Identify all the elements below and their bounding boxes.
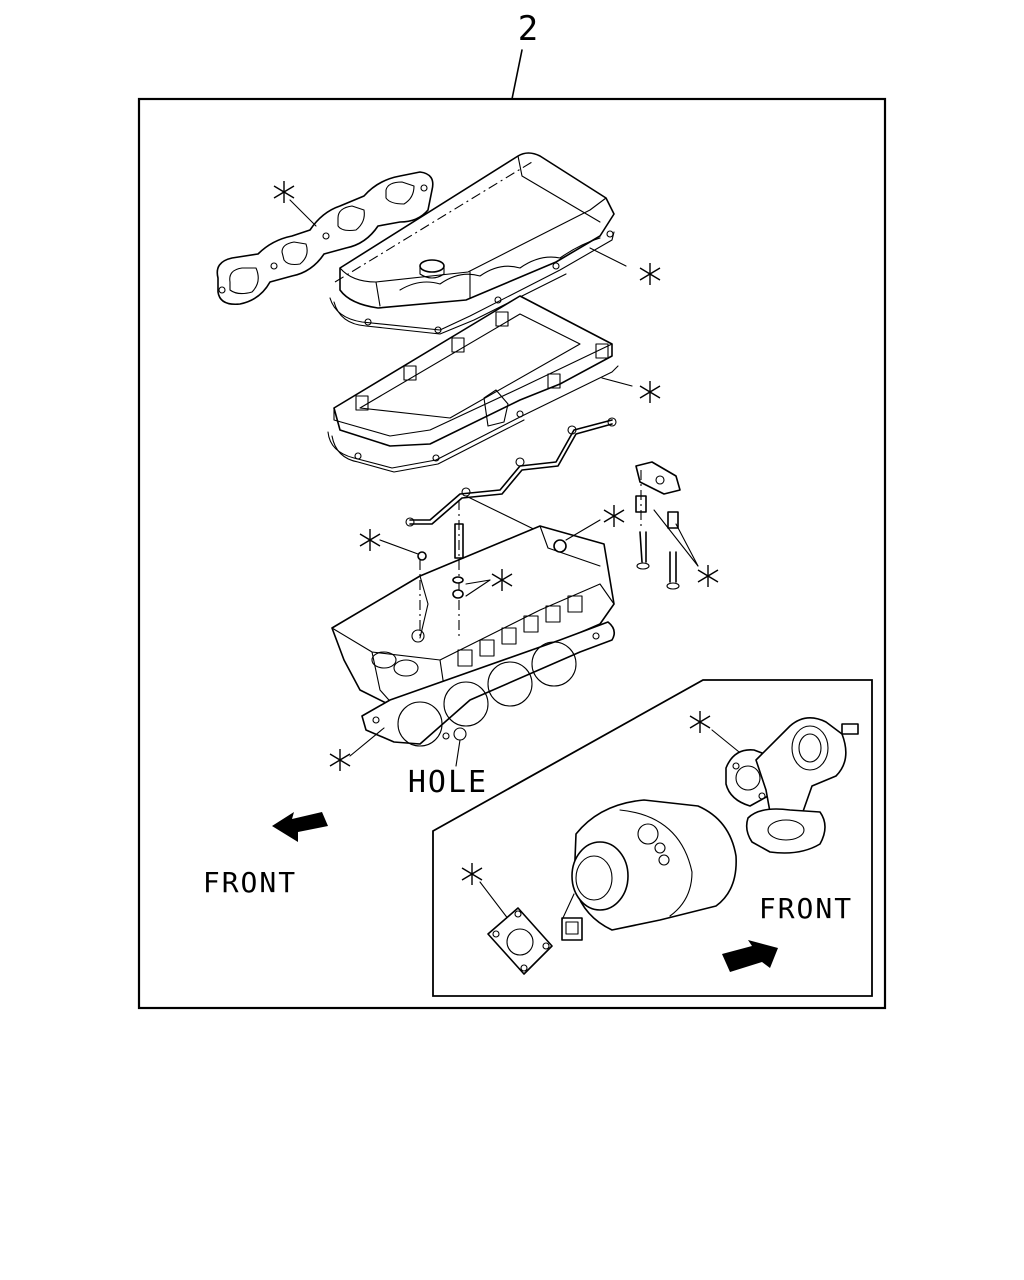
asterisk-turbo-gasket	[461, 862, 483, 886]
egr-adapter	[725, 717, 859, 854]
asterisk-egr-gasket	[689, 710, 711, 734]
hole-label: HOLE	[408, 765, 488, 800]
asterisk-cam-carrier-gasket	[639, 380, 661, 404]
cylinder-head-cover	[329, 152, 615, 335]
asterisk-head-cover-gasket	[639, 262, 661, 286]
asterisk-exhaust-manifold-gasket	[273, 180, 295, 204]
asterisk-head-gasket	[329, 748, 351, 772]
main-frame	[137, 97, 887, 1010]
asterisk-glow-plug-seal	[359, 528, 381, 552]
inset-frame	[432, 679, 873, 997]
turbocharger	[561, 799, 737, 941]
asterisk-valve-stem-seal	[697, 564, 719, 588]
cam-carrier	[327, 295, 619, 473]
front-label-inset: FRONT	[759, 892, 853, 925]
callout-number: 2	[518, 9, 538, 49]
turbo-gasket	[487, 907, 553, 975]
exhaust-manifold-gasket	[216, 171, 434, 306]
callout-leader	[511, 49, 523, 100]
head-gasket	[361, 621, 616, 767]
leaders	[289, 199, 745, 925]
front-arrow-inset	[722, 940, 778, 972]
valve-parts	[635, 461, 681, 590]
front-arrow-main	[272, 812, 328, 842]
front-label-main: FRONT	[203, 866, 297, 899]
asterisk-nozzle-seal	[603, 504, 625, 528]
